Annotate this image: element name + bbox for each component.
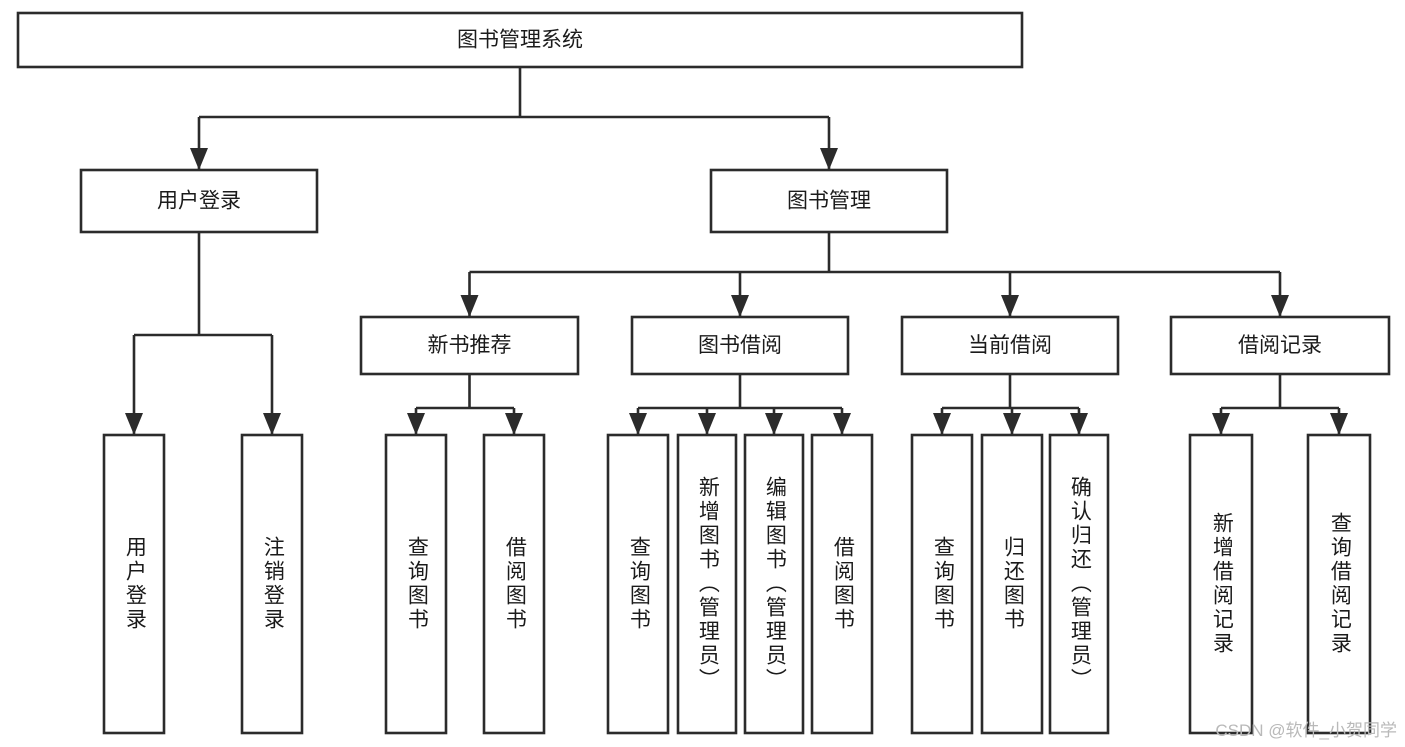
node-label-user-login: 用户登录 [157,190,241,213]
node-label-book-manage: 图书管理 [787,190,871,213]
node-box-new-book-rec[interactable] [359,315,580,376]
arrow-head-icon [1271,295,1289,317]
node-box-leaf-query-book-1[interactable] [384,433,448,735]
watermark-text: CSDN @软件_小贺同学 [1215,721,1397,740]
arrow-head-icon [407,413,425,435]
node-box-leaf-user-login[interactable] [102,433,166,735]
node-box-current-borrow[interactable] [900,315,1120,376]
node-box-book-borrow[interactable] [630,315,850,376]
arrow-head-icon [933,413,951,435]
node-box-leaf-user-logout[interactable] [240,433,304,735]
arrow-head-icon [629,413,647,435]
node-box-leaf-borrow-book-2[interactable] [810,433,874,735]
node-box-leaf-query-book-2[interactable] [606,433,670,735]
arrow-head-icon [833,413,851,435]
node-box-leaf-confirm-return[interactable] [1048,433,1110,735]
arrow-head-icon [505,413,523,435]
arrow-head-icon [263,413,281,435]
node-box-leaf-query-record[interactable] [1306,433,1372,735]
node-box-leaf-edit-book[interactable] [743,433,805,735]
node-box-leaf-borrow-book-1[interactable] [482,433,546,735]
node-box-user-login[interactable] [79,168,319,234]
arrow-head-icon [460,295,479,317]
arrow-head-icon [1001,295,1019,317]
node-label-root: 图书管理系统 [457,29,583,52]
arrow-head-icon [765,413,783,435]
node-box-leaf-query-book-3[interactable] [910,433,974,735]
arrow-head-icon [190,148,208,170]
arrow-head-icon [820,148,838,170]
arrow-head-icon [1003,413,1021,435]
node-box-layer [16,11,1391,735]
node-box-leaf-return-book[interactable] [980,433,1044,735]
node-label-borrow-record: 借阅记录 [1238,334,1322,357]
node-label-new-book-rec: 新书推荐 [428,334,512,357]
arrow-head-icon [1212,413,1230,435]
arrow-head-icon [1070,413,1088,435]
node-label-current-borrow: 当前借阅 [968,334,1052,357]
arrow-head-icon [125,413,143,435]
node-label-book-borrow: 图书借阅 [698,334,782,357]
node-box-leaf-add-record[interactable] [1188,433,1254,735]
node-box-root[interactable] [16,11,1024,69]
arrow-head-icon [1330,413,1348,435]
node-box-book-manage[interactable] [709,168,949,234]
connector-layer [125,67,1348,435]
arrow-head-icon [731,295,749,317]
node-box-borrow-record[interactable] [1169,315,1391,376]
arrow-head-icon [698,413,716,435]
node-box-leaf-add-book[interactable] [676,433,738,735]
